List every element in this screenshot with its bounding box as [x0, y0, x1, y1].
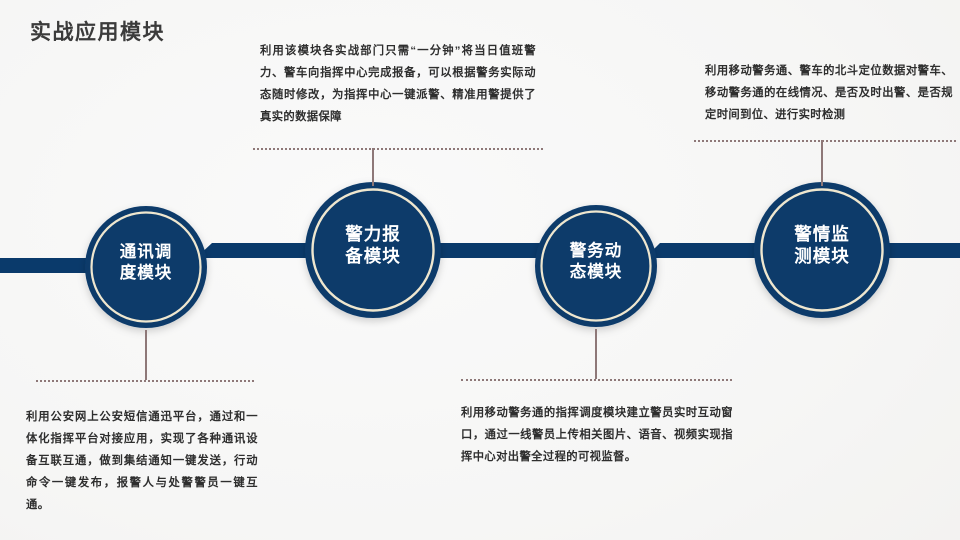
callout-top-2-rule [694, 140, 956, 142]
callout-bottom-2-rule [461, 379, 732, 381]
callout-top-1-stem [372, 148, 374, 186]
callout-top-2-stem [821, 140, 823, 186]
callout-top-1-text: 利用该模块各实战部门只需“一分钟”将当日值班警力、警车向指挥中心完成报备，可以根… [260, 45, 536, 124]
callout-bottom-1-stem [145, 330, 147, 380]
page-title: 实战应用模块 [30, 21, 165, 44]
callout-bottom-1-rule [36, 380, 254, 382]
connector-band [0, 243, 960, 273]
callout-bottom-2-stem [595, 329, 597, 379]
node-1-shape[interactable] [85, 206, 207, 328]
callout-top-1-rule [253, 148, 543, 150]
node-3-shape[interactable] [535, 205, 657, 327]
callout-top-2-text: 利用移动警务通、警车的北斗定位数据对警车、移动警务通的在线情况、是否及时出警、是… [705, 65, 953, 122]
node-4-shape[interactable] [754, 182, 890, 318]
callout-bottom-2-text: 利用移动警务通的指挥调度模块建立警员实时互动窗口，通过一线警员上传相关图片、语音… [461, 407, 733, 464]
node-2-shape[interactable] [305, 182, 441, 318]
callout-bottom-1-text: 利用公安网上公安短信通迅平台，通过和一体化指挥平台对接应用，实现了各种通讯设备互… [26, 411, 258, 512]
